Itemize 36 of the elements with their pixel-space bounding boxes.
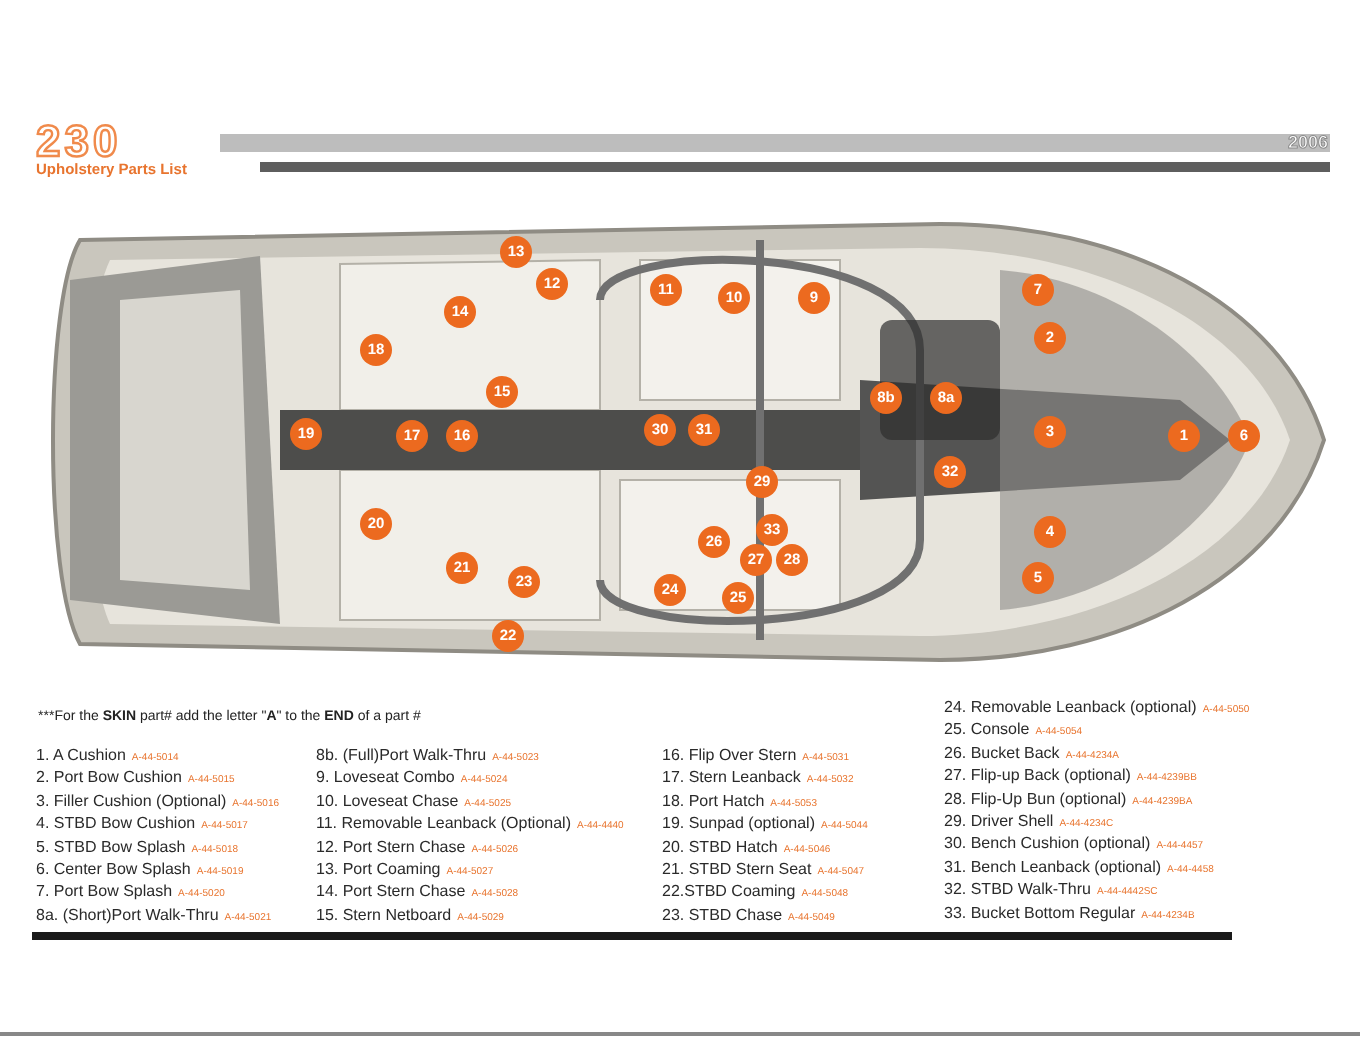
part-name: 7. Port Bow Splash	[36, 882, 173, 903]
part-name: 14. Port Stern Chase	[316, 882, 466, 903]
part-name: 20. STBD Hatch	[662, 837, 778, 858]
part-name: 21. STBD Stern Seat	[662, 860, 812, 880]
part-name: 5. STBD Bow Splash	[36, 837, 186, 858]
part-name: 29. Driver Shell	[944, 812, 1054, 832]
part-name: 33. Bucket Bottom Regular	[944, 903, 1136, 924]
part-name: 27. Flip-up Back (optional)	[944, 766, 1131, 787]
part-name: 1. A Cushion	[36, 746, 126, 766]
part-name: 12. Port Stern Chase	[316, 837, 466, 858]
part-name: 23. STBD Chase	[662, 905, 783, 926]
part-name: 24. Removable Leanback (optional)	[944, 698, 1197, 718]
part-name: 17. Stern Leanback	[662, 768, 801, 789]
part-name: 31. Bench Leanback (optional)	[944, 857, 1162, 878]
part-name: 30. Bench Cushion (optional)	[944, 834, 1151, 855]
part-name: 16. Flip Over Stern	[662, 746, 797, 766]
part-name: 13. Port Coaming	[316, 860, 441, 880]
part-name: 11. Removable Leanback (Optional)	[316, 814, 571, 835]
part-name: 10. Loveseat Chase	[316, 791, 459, 812]
part-name: 8b. (Full)Port Walk-Thru	[316, 746, 487, 766]
part-name: 4. STBD Bow Cushion	[36, 814, 196, 835]
part-name: 18. Port Hatch	[662, 791, 765, 812]
part-name: 6. Center Bow Splash	[36, 860, 191, 880]
part-name: 25. Console	[944, 720, 1030, 741]
part-name: 15. Stern Netboard	[316, 905, 452, 926]
part-name: 8a. (Short)Port Walk-Thru	[36, 905, 219, 926]
part-name: 19. Sunpad (optional)	[662, 814, 815, 835]
part-name: 26. Bucket Back	[944, 743, 1060, 764]
year-label: 2006	[1287, 132, 1328, 154]
title: 230	[36, 120, 122, 164]
part-name: 3. Filler Cushion (Optional)	[36, 791, 227, 812]
part-name: 32. STBD Walk-Thru	[944, 880, 1091, 901]
part-name: 2. Port Bow Cushion	[36, 768, 182, 789]
part-name: 22.STBD Coaming	[662, 882, 796, 903]
part-name: 28. Flip-Up Bun (optional)	[944, 789, 1127, 810]
part-name: 9. Loveseat Combo	[316, 768, 455, 789]
